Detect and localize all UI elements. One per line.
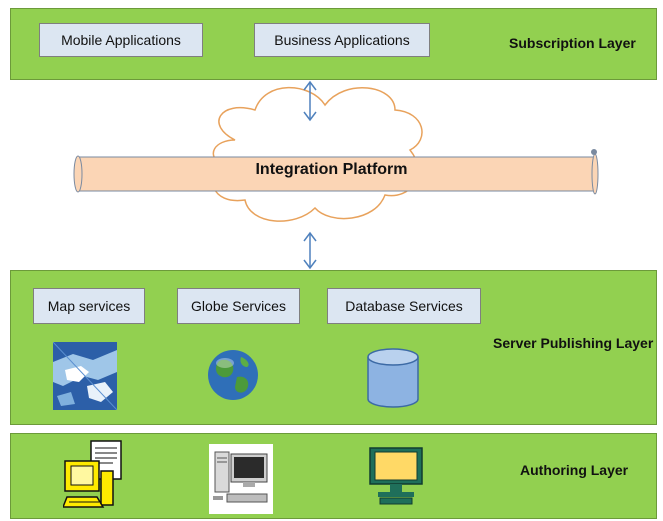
- subscription-layer-label: Subscription Layer: [509, 35, 636, 51]
- globe-icon: [207, 349, 259, 401]
- authoring-layer: Authoring Layer: [10, 433, 657, 519]
- integration-platform-label: Integration Platform: [255, 161, 408, 178]
- authoring-layer-label: Authoring Layer: [520, 462, 629, 478]
- database-services-box: Database Services: [327, 288, 481, 324]
- business-applications-box: Business Applications: [254, 23, 430, 57]
- double-arrow-bottom: [303, 231, 317, 270]
- server-publishing-layer-label: Server Publishing Layer: [493, 335, 654, 351]
- monitor-icon: [368, 446, 424, 506]
- double-arrow-top: [303, 80, 317, 122]
- database-icon: [366, 348, 420, 408]
- subscription-layer: Mobile Applications Business Application…: [10, 8, 657, 80]
- server-publishing-layer: Map services Globe Services Database Ser…: [10, 270, 657, 425]
- integration-platform-banner: [77, 156, 597, 192]
- map-services-box: Map services: [33, 288, 145, 324]
- banner-roll-left: [73, 155, 83, 193]
- map-image-icon: [53, 342, 117, 410]
- desktop-computer-icon: [209, 444, 273, 514]
- globe-services-box: Globe Services: [177, 288, 300, 324]
- cloud-shape: [211, 86, 423, 222]
- workstation-icon: [63, 439, 133, 517]
- mobile-applications-box: Mobile Applications: [39, 23, 203, 57]
